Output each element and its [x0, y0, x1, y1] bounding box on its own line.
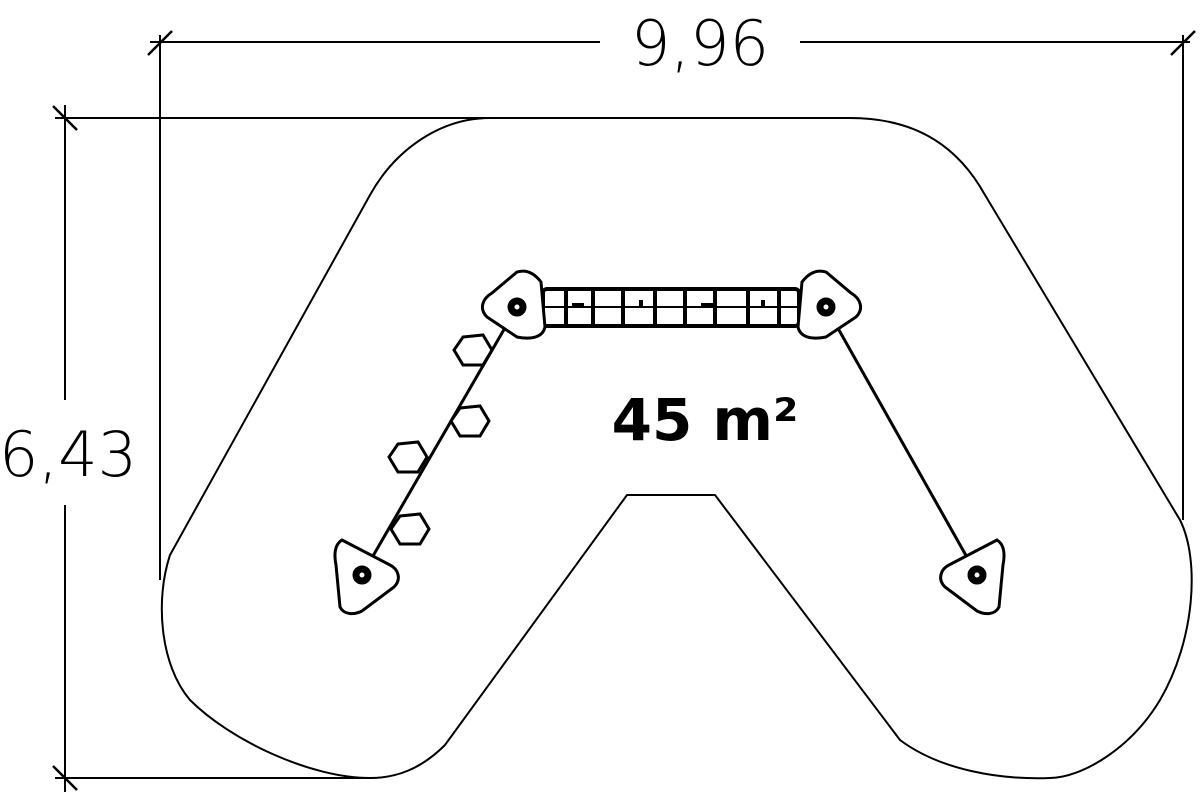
stepping-plate [449, 404, 491, 438]
rope-right [824, 306, 979, 576]
width-label: 9,96 [631, 7, 769, 80]
area-label: 45 m² [612, 386, 799, 454]
height-label: 6,43 [0, 418, 137, 491]
height-dimension-line [52, 105, 490, 792]
stepping-plate [389, 512, 431, 546]
width-dimension-line [147, 30, 1196, 580]
post-bottom-right [939, 538, 1006, 616]
rope-bridge [541, 287, 801, 328]
stepping-plate [387, 440, 429, 474]
post-top-right [796, 269, 863, 340]
safety-zone-outline [160, 117, 1193, 780]
post-bottom-left [333, 538, 400, 616]
rope-left [360, 306, 519, 576]
stepping-plate [452, 333, 494, 367]
post-top-left [480, 269, 547, 340]
